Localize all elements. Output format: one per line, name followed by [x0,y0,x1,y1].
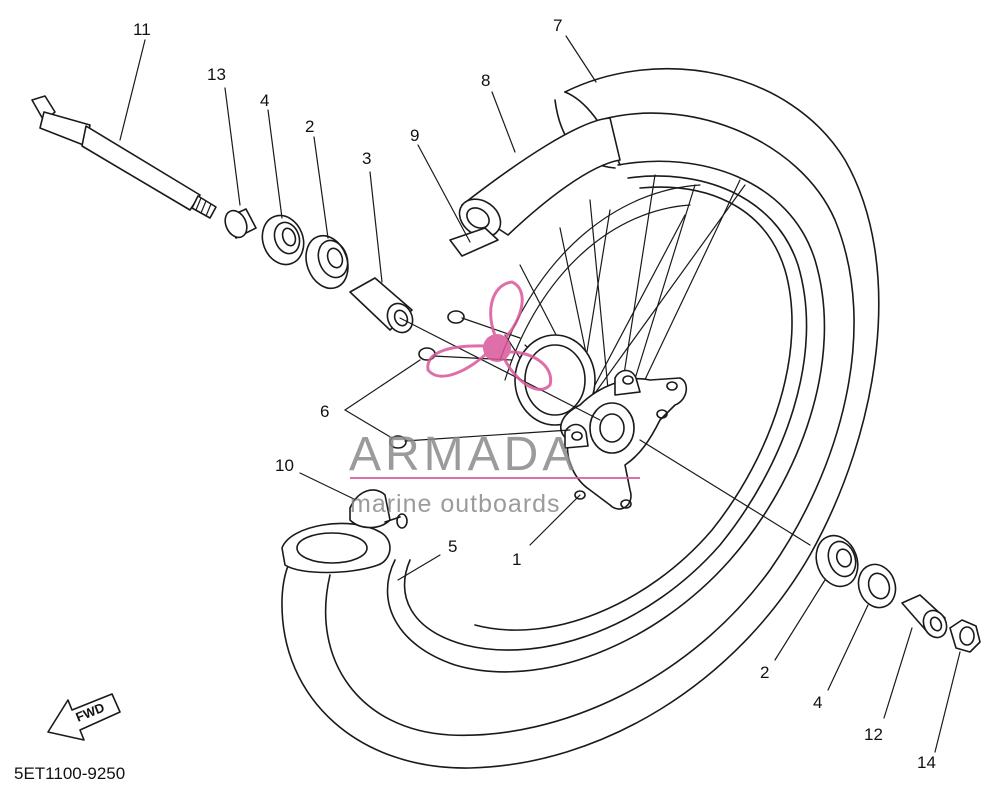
axle-nut [949,619,981,653]
axle [31,95,217,219]
forward-arrow: FWD [47,693,121,741]
callout-4-right: 4 [813,693,822,712]
callout-11: 11 [133,20,151,39]
leader-lines [119,35,961,753]
bearing-right [815,534,859,588]
callout-8: 8 [481,71,490,90]
callout-1: 1 [512,550,521,569]
part-code: 5ET1100-9250 [14,764,125,783]
callout-14: 14 [917,753,936,772]
callout-9: 9 [410,126,419,145]
spacer [349,277,414,334]
callout-12: 12 [864,725,883,744]
oil-seal-right [857,563,897,609]
tire [281,67,880,769]
watermark: ARMADA marine outboards [349,280,640,518]
callout-7: 7 [553,16,562,35]
collar-12 [901,594,948,639]
hub [514,334,688,510]
oil-seal-left [261,214,305,266]
collar-13 [224,208,257,239]
bearing-left [305,234,349,290]
inner-tube [449,117,621,257]
rim-band [281,489,408,574]
callout-13: 13 [207,65,226,84]
callout-2-left: 2 [305,117,314,136]
watermark-tagline: marine outboards [350,490,561,518]
callout-numbers: 11 13 4 2 3 9 8 7 6 10 5 1 2 4 12 14 [133,16,936,772]
propeller-logo [426,280,553,391]
callout-6: 6 [320,402,329,421]
callout-5: 5 [448,537,457,556]
watermark-brand: ARMADA [349,428,578,481]
callout-10: 10 [275,456,294,475]
callout-2-right: 2 [760,663,769,682]
callout-3: 3 [362,149,371,168]
rim [386,160,826,673]
callout-4-left: 4 [260,91,269,110]
